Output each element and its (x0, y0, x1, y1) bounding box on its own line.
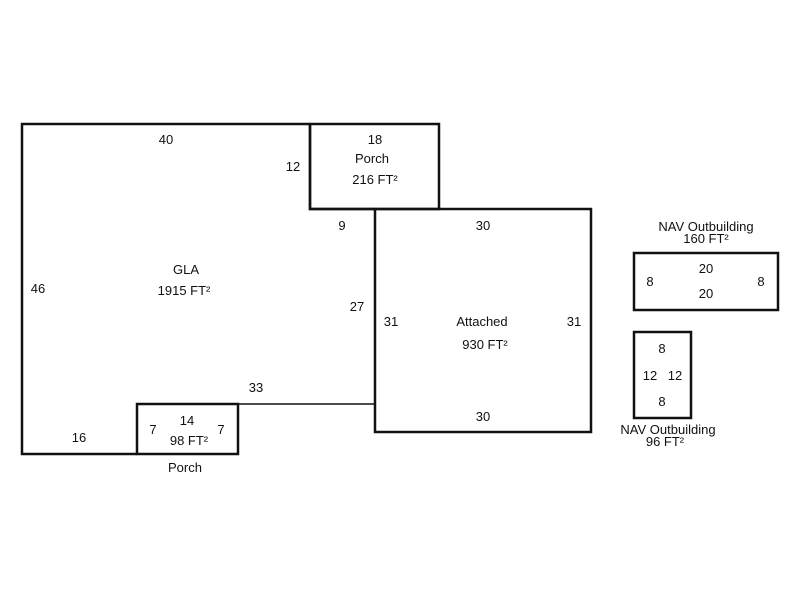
porch-top-label: Porch (355, 151, 389, 166)
porch-bottom-dim-right: 7 (217, 422, 224, 437)
porch-bottom-area: 14 7 7 98 FT² Porch (135, 402, 240, 475)
gla-dim-top: 40 (159, 132, 173, 147)
outbuilding-1-dim-bottom: 20 (699, 286, 713, 301)
outbuilding-1-dim-left: 8 (646, 274, 653, 289)
outbuilding-1-area-text: 160 FT² (683, 231, 729, 246)
gla-dim-right-lower: 27 (350, 299, 364, 314)
outbuilding-1-label: NAV Outbuilding (658, 219, 753, 234)
outbuilding-2-dim-bottom: 8 (658, 394, 665, 409)
porch-bottom-dim-top: 14 (180, 413, 194, 428)
outbuilding-2-outline (632, 330, 693, 420)
attached-area: 30 30 31 31 Attached 930 FT² (373, 207, 593, 434)
outbuilding-1-dim-top: 20 (699, 261, 713, 276)
gla-notch (308, 124, 375, 211)
outbuilding-2-dim-top: 8 (658, 341, 665, 356)
porch-bottom-dim-left: 7 (149, 422, 156, 437)
attached-area-text: 930 FT² (462, 337, 508, 352)
gla-area-text: 1915 FT² (158, 283, 211, 298)
porch-top-area-text: 216 FT² (352, 172, 398, 187)
outbuilding-2-area-text: 96 FT² (646, 434, 685, 449)
porch-bottom-area-text: 98 FT² (170, 433, 209, 448)
outbuilding-1-outline (632, 251, 780, 312)
outbuilding-2: 8 8 12 12 NAV Outbuilding 96 FT² (620, 330, 716, 449)
porch-top-area: 18 Porch 216 FT² (308, 122, 441, 211)
outbuilding-2-dim-right: 12 (668, 368, 682, 383)
attached-dim-left: 31 (384, 314, 398, 329)
outbuilding-2-label: NAV Outbuilding (620, 422, 715, 437)
gla-dim-bottom-left: 16 (72, 430, 86, 445)
attached-label: Attached (456, 314, 507, 329)
gla-dim-notch-side: 12 (286, 159, 300, 174)
attached-outline (373, 207, 593, 434)
porch-bottom-outline (135, 402, 240, 456)
gla-dim-notch-bottom: 9 (338, 218, 345, 233)
gla-area: GLA 1915 FT² 40 46 16 33 27 9 12 (20, 122, 375, 456)
porch-top-dim-top: 18 (368, 132, 382, 147)
attached-dim-right: 31 (567, 314, 581, 329)
gla-dim-left: 46 (31, 281, 45, 296)
outbuilding-2-dim-left: 12 (643, 368, 657, 383)
gla-dim-bottom-right: 33 (249, 380, 263, 395)
outbuilding-1-dim-right: 8 (757, 274, 764, 289)
gla-label: GLA (173, 262, 199, 277)
attached-dim-bottom: 30 (476, 409, 490, 424)
gla-outline (20, 122, 310, 456)
outbuilding-1: NAV Outbuilding 160 FT² 20 20 8 8 (632, 219, 780, 312)
porch-bottom-label: Porch (168, 460, 202, 475)
attached-dim-top: 30 (476, 218, 490, 233)
